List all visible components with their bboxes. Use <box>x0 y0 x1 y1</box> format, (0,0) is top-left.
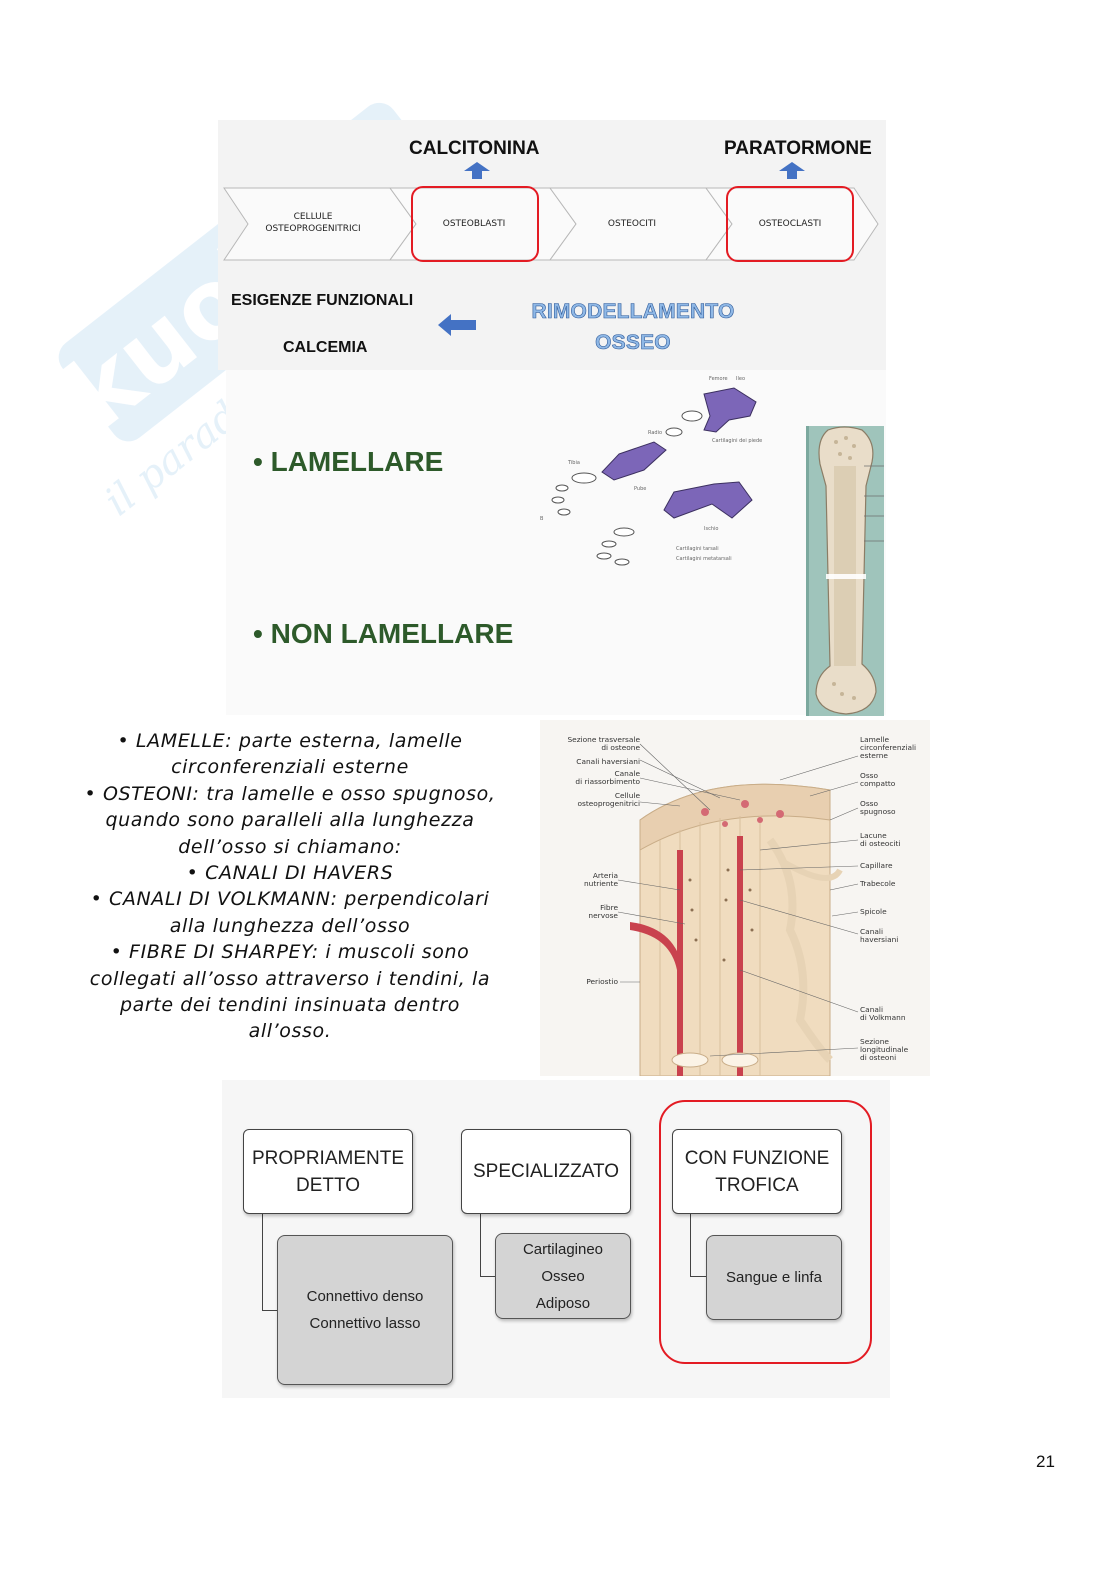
svg-text:Femore: Femore <box>709 376 728 382</box>
esigenze-funzionali: ESIGENZE FUNZIONALI <box>231 292 414 309</box>
osteon-leader-lines <box>617 743 859 1057</box>
label-trabecole: Trabecole <box>860 879 896 888</box>
non-lamellare-label: • NON LAMELLARE <box>253 618 514 649</box>
svg-text:Cartilagini tarsali: Cartilagini tarsali <box>676 546 719 552</box>
highlight-trofica <box>659 1100 872 1364</box>
process-chevrons <box>223 187 879 261</box>
svg-text:Radio: Radio <box>648 430 662 436</box>
highlight-osteoclasti <box>726 186 854 262</box>
page-number: 21 <box>1036 1452 1055 1471</box>
paratormone-label: PARATORMONE <box>724 138 872 159</box>
step-osteoblasti: OSTEOBLASTI <box>442 219 506 229</box>
long-bone-image <box>806 426 884 716</box>
calcitonina-label: CALCITONINA <box>409 138 540 159</box>
highlight-osteoblasti <box>411 186 539 262</box>
specializzato-box: SPECIALIZZATO <box>461 1129 631 1214</box>
svg-text:Cartilagini dei piede: Cartilagini dei piede <box>712 438 762 444</box>
label-spicole: Spicole <box>860 907 887 916</box>
step-osteoclasti: OSTEOCLASTI <box>758 219 822 229</box>
lamellare-label: • LAMELLARE <box>253 446 444 477</box>
up-arrow-icon <box>779 162 805 179</box>
svg-text:Ischio: Ischio <box>704 526 718 532</box>
svg-text:Tibia: Tibia <box>567 460 580 466</box>
left-arrow-icon <box>438 314 476 336</box>
specializzato-sub: Cartilagineo Osseo Adiposo <box>495 1233 631 1319</box>
label-capillare: Capillare <box>860 861 893 870</box>
bone-types-panel <box>226 370 886 715</box>
up-arrow-icon <box>464 162 490 179</box>
svg-text:Pube: Pube <box>634 486 646 492</box>
osteon-description: • LAMELLE: parte esterna, lamelle circon… <box>84 730 496 1043</box>
svg-text:Ileo: Ileo <box>736 376 745 382</box>
propriamente-detto-sub: Connettivo denso Connettivo lasso <box>277 1235 453 1385</box>
label-periostio: Periostio <box>586 977 618 986</box>
rimodellamento-osseo: RIMODELLAMENTO OSSEO <box>531 300 735 355</box>
trofica-sub: Sangue e linfa <box>706 1235 842 1320</box>
svg-text:Cartilagini metatarsali: Cartilagini metatarsali <box>676 556 732 562</box>
compact-bone-drawing <box>630 783 843 1076</box>
calcemia: CALCEMIA <box>283 339 368 356</box>
svg-text:B: B <box>540 516 544 522</box>
step-osteoprogenitrici: CELLULE OSTEOPROGENITRICI <box>265 212 361 234</box>
label-canali-haversiani-left: Canali haversiani <box>576 757 640 766</box>
step-osteociti: OSTEOCITI <box>607 219 657 229</box>
